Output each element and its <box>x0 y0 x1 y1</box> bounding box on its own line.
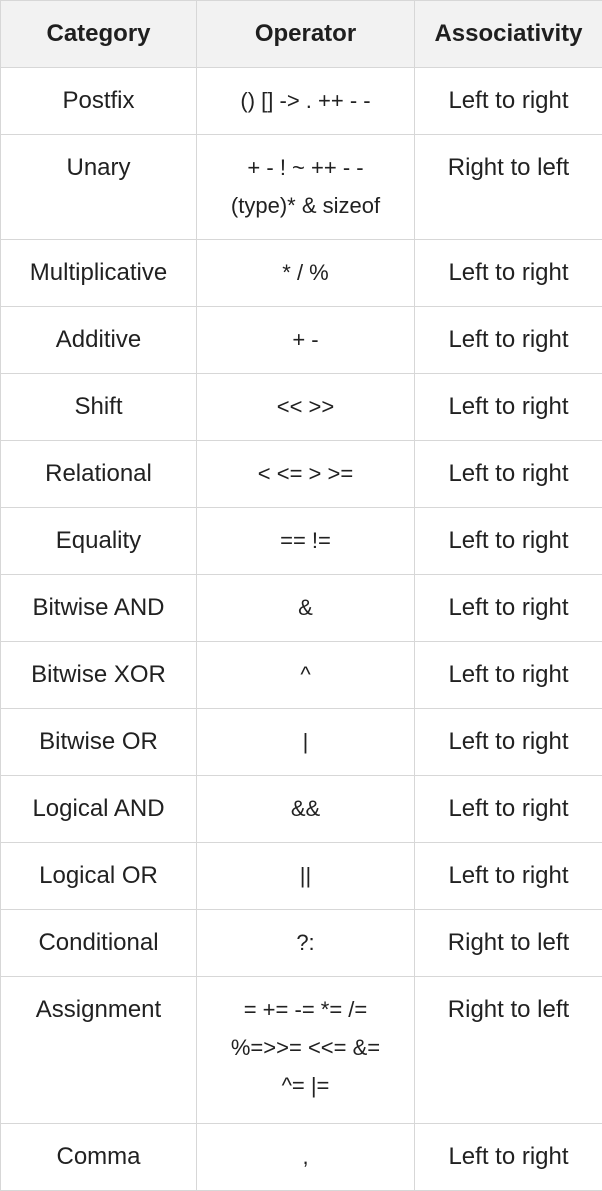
operator-cell: == != <box>197 508 415 575</box>
associativity-cell: Left to right <box>415 1124 602 1191</box>
operator-cell: = += -= *= /= %=>>= <<= &= ^= |= <box>197 977 415 1124</box>
category-cell: Relational <box>1 441 197 508</box>
associativity-cell: Left to right <box>415 307 602 374</box>
associativity-cell: Left to right <box>415 508 602 575</box>
associativity-cell: Left to right <box>415 240 602 307</box>
associativity-cell: Left to right <box>415 68 602 135</box>
operator-cell: ^ <box>197 642 415 709</box>
table-row: Logical OR || Left to right <box>1 843 602 910</box>
table-row: Bitwise XOR ^ Left to right <box>1 642 602 709</box>
table-row: Conditional ?: Right to left <box>1 910 602 977</box>
category-cell: Multiplicative <box>1 240 197 307</box>
header-category: Category <box>1 1 197 68</box>
associativity-cell: Right to left <box>415 135 602 240</box>
operator-cell: , <box>197 1124 415 1191</box>
category-cell: Logical AND <box>1 776 197 843</box>
table-row: Bitwise AND & Left to right <box>1 575 602 642</box>
associativity-cell: Left to right <box>415 843 602 910</box>
category-cell: Additive <box>1 307 197 374</box>
table-row: Relational < <= > >= Left to right <box>1 441 602 508</box>
category-cell: Bitwise OR <box>1 709 197 776</box>
table-row: Multiplicative * / % Left to right <box>1 240 602 307</box>
operator-cell: + - <box>197 307 415 374</box>
category-cell: Unary <box>1 135 197 240</box>
category-cell: Bitwise XOR <box>1 642 197 709</box>
category-cell: Assignment <box>1 977 197 1124</box>
table-row: Bitwise OR | Left to right <box>1 709 602 776</box>
operator-cell: | <box>197 709 415 776</box>
associativity-cell: Left to right <box>415 776 602 843</box>
category-cell: Shift <box>1 374 197 441</box>
operator-cell: || <box>197 843 415 910</box>
operator-cell: ?: <box>197 910 415 977</box>
associativity-cell: Right to left <box>415 977 602 1124</box>
category-cell: Equality <box>1 508 197 575</box>
associativity-cell: Left to right <box>415 642 602 709</box>
header-operator: Operator <box>197 1 415 68</box>
operator-cell: * / % <box>197 240 415 307</box>
associativity-cell: Right to left <box>415 910 602 977</box>
table-row: Unary + - ! ~ ++ - - (type)* & sizeof Ri… <box>1 135 602 240</box>
table-row: Postfix () [] -> . ++ - - Left to right <box>1 68 602 135</box>
category-cell: Bitwise AND <box>1 575 197 642</box>
associativity-cell: Left to right <box>415 575 602 642</box>
associativity-cell: Left to right <box>415 374 602 441</box>
operator-cell: & <box>197 575 415 642</box>
category-cell: Comma <box>1 1124 197 1191</box>
operator-cell: + - ! ~ ++ - - (type)* & sizeof <box>197 135 415 240</box>
category-cell: Conditional <box>1 910 197 977</box>
header-associativity: Associativity <box>415 1 602 68</box>
table-row: Comma , Left to right <box>1 1124 602 1191</box>
table-row: Shift << >> Left to right <box>1 374 602 441</box>
table-row: Equality == != Left to right <box>1 508 602 575</box>
table-row: Assignment = += -= *= /= %=>>= <<= &= ^=… <box>1 977 602 1124</box>
operator-cell: && <box>197 776 415 843</box>
category-cell: Logical OR <box>1 843 197 910</box>
table-row: Logical AND && Left to right <box>1 776 602 843</box>
associativity-cell: Left to right <box>415 441 602 508</box>
category-cell: Postfix <box>1 68 197 135</box>
header-row: Category Operator Associativity <box>1 1 602 68</box>
operator-cell: () [] -> . ++ - - <box>197 68 415 135</box>
table-row: Additive + - Left to right <box>1 307 602 374</box>
operator-cell: << >> <box>197 374 415 441</box>
operator-cell: < <= > >= <box>197 441 415 508</box>
associativity-cell: Left to right <box>415 709 602 776</box>
